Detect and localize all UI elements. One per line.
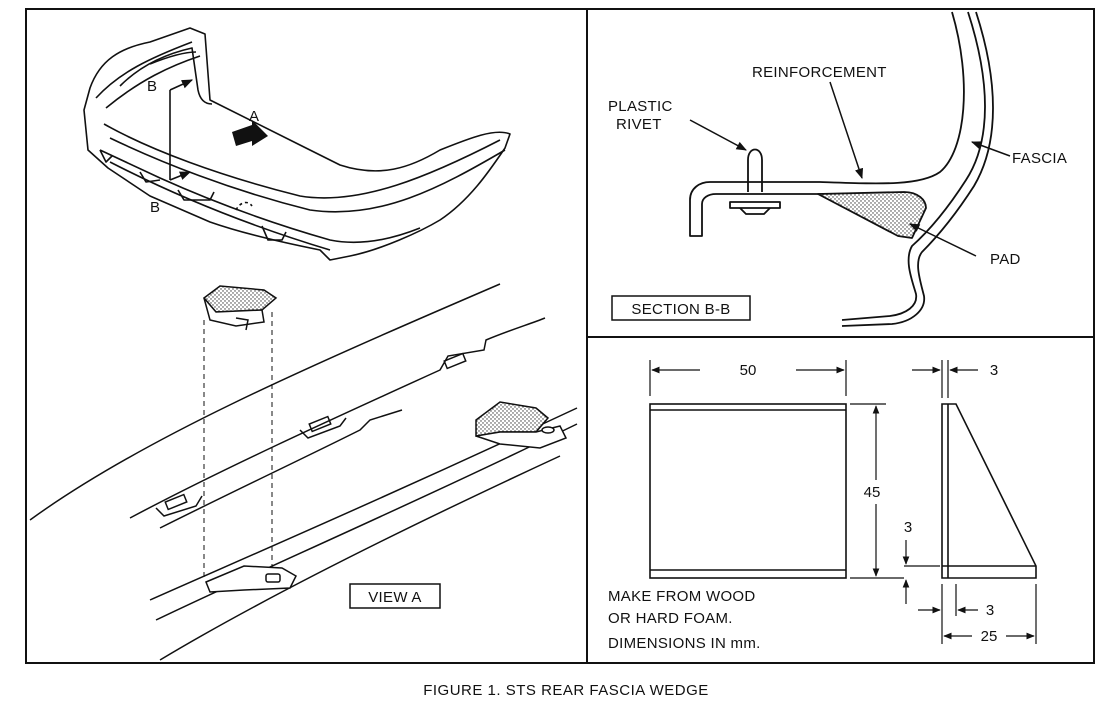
- dim-depth: 25: [981, 628, 998, 645]
- section-bb-text: SECTION B-B: [631, 301, 730, 318]
- wedge-front-view: [649, 403, 847, 579]
- dim-top-thickness: 3: [990, 362, 998, 379]
- dimension-lines: [649, 360, 1037, 644]
- label-reinforcement: REINFORCEMENT: [752, 64, 887, 81]
- section-marker-b-bottom: B: [150, 199, 160, 216]
- view-marker-a: A: [249, 108, 259, 125]
- panel-frames: [25, 8, 1095, 664]
- view-a-label: VIEW A: [349, 583, 441, 609]
- view-a-fascia-edge: [29, 283, 578, 661]
- mounting-clip: [205, 565, 297, 593]
- label-fascia: FASCIA: [1012, 150, 1067, 167]
- wedge-side-view: [941, 403, 1037, 579]
- wedge-installed: [475, 401, 568, 449]
- label-plastic-rivet-1: PLASTIC: [608, 98, 673, 115]
- dim-height: 45: [864, 484, 881, 501]
- label-plastic-rivet-2: RIVET: [616, 116, 662, 133]
- section-bb-label: SECTION B-B: [611, 295, 751, 321]
- view-a-arrow: [232, 120, 268, 146]
- projection-lines: [203, 312, 273, 580]
- label-pad: PAD: [990, 251, 1021, 268]
- note-line-1: MAKE FROM WOOD: [608, 588, 756, 605]
- section-bb-drawing: [689, 11, 994, 327]
- section-leaders: [689, 81, 1011, 257]
- dim-bottom-thickness-vertical: 3: [904, 519, 912, 536]
- wedge-exploded: [202, 285, 278, 331]
- dim-width-front: 50: [740, 362, 757, 379]
- note-line-3: DIMENSIONS IN mm.: [608, 635, 761, 652]
- note-line-2: OR HARD FOAM.: [608, 610, 733, 627]
- figure-caption: FIGURE 1. STS REAR FASCIA WEDGE: [423, 682, 709, 699]
- section-cut-line-b: [169, 79, 194, 181]
- bumper-fascia-illustration: [83, 27, 511, 261]
- section-marker-b-top: B: [147, 78, 157, 95]
- view-a-text: VIEW A: [368, 589, 421, 606]
- dim-bottom-thickness-horizontal: 3: [986, 602, 994, 619]
